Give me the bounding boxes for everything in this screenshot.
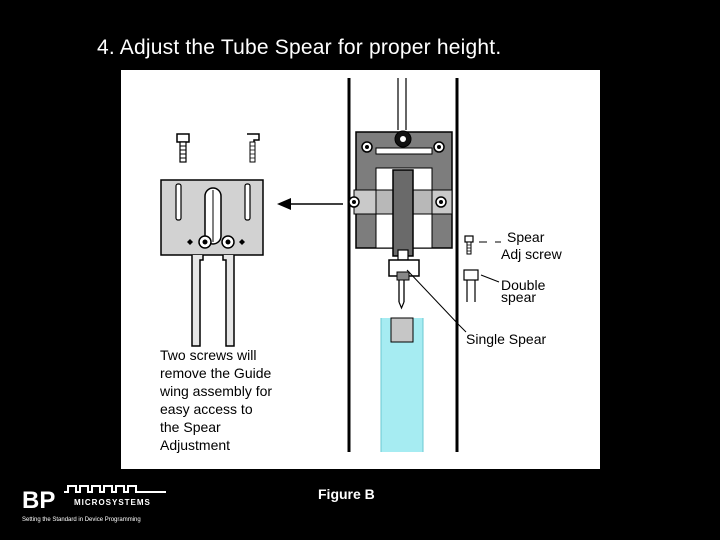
top-rod	[397, 78, 407, 130]
logo-tagline: Setting the Standard in Device Programmi…	[22, 517, 141, 523]
plate-screws-icon	[187, 235, 245, 249]
guide-screw-right-icon	[247, 133, 260, 163]
frame-rails	[347, 78, 459, 452]
logo-pulse-icon	[64, 485, 166, 493]
logo-sub: MICROSYSTEMS	[74, 498, 151, 507]
single-spear-label: Single Spear	[466, 331, 547, 347]
guide-wing-note: Two screws will remove the Guide wing as…	[159, 347, 276, 453]
bp-microsystems-logo: BP MICROSYSTEMS Setting the Standard in …	[20, 484, 180, 526]
spear-holder-block	[388, 259, 420, 281]
guide-wing-plate	[160, 179, 264, 256]
exploded-view-arrow-icon	[277, 198, 343, 210]
guide-wing-legs	[191, 255, 235, 347]
figure-b-diagram: Spear Adj screw Double spear Single Spea…	[121, 70, 600, 469]
spear-adj-screw-label: Spear Adj screw	[501, 229, 563, 262]
figure-caption: Figure B	[318, 486, 375, 502]
single-spear-tip	[398, 280, 405, 310]
logo-brand: BP	[22, 487, 55, 514]
guide-screw-left-icon	[176, 133, 190, 163]
spear-shaft	[392, 169, 414, 261]
single-spear-leader-tail	[458, 324, 467, 333]
slide-title: 4. Adjust the Tube Spear for proper heig…	[97, 36, 502, 59]
spear-adj-screw-icon	[464, 235, 501, 255]
double-spear-icon	[463, 269, 500, 302]
tube	[380, 317, 424, 452]
single-spear-leader	[406, 269, 460, 326]
double-spear-label: Double spear	[501, 277, 549, 305]
